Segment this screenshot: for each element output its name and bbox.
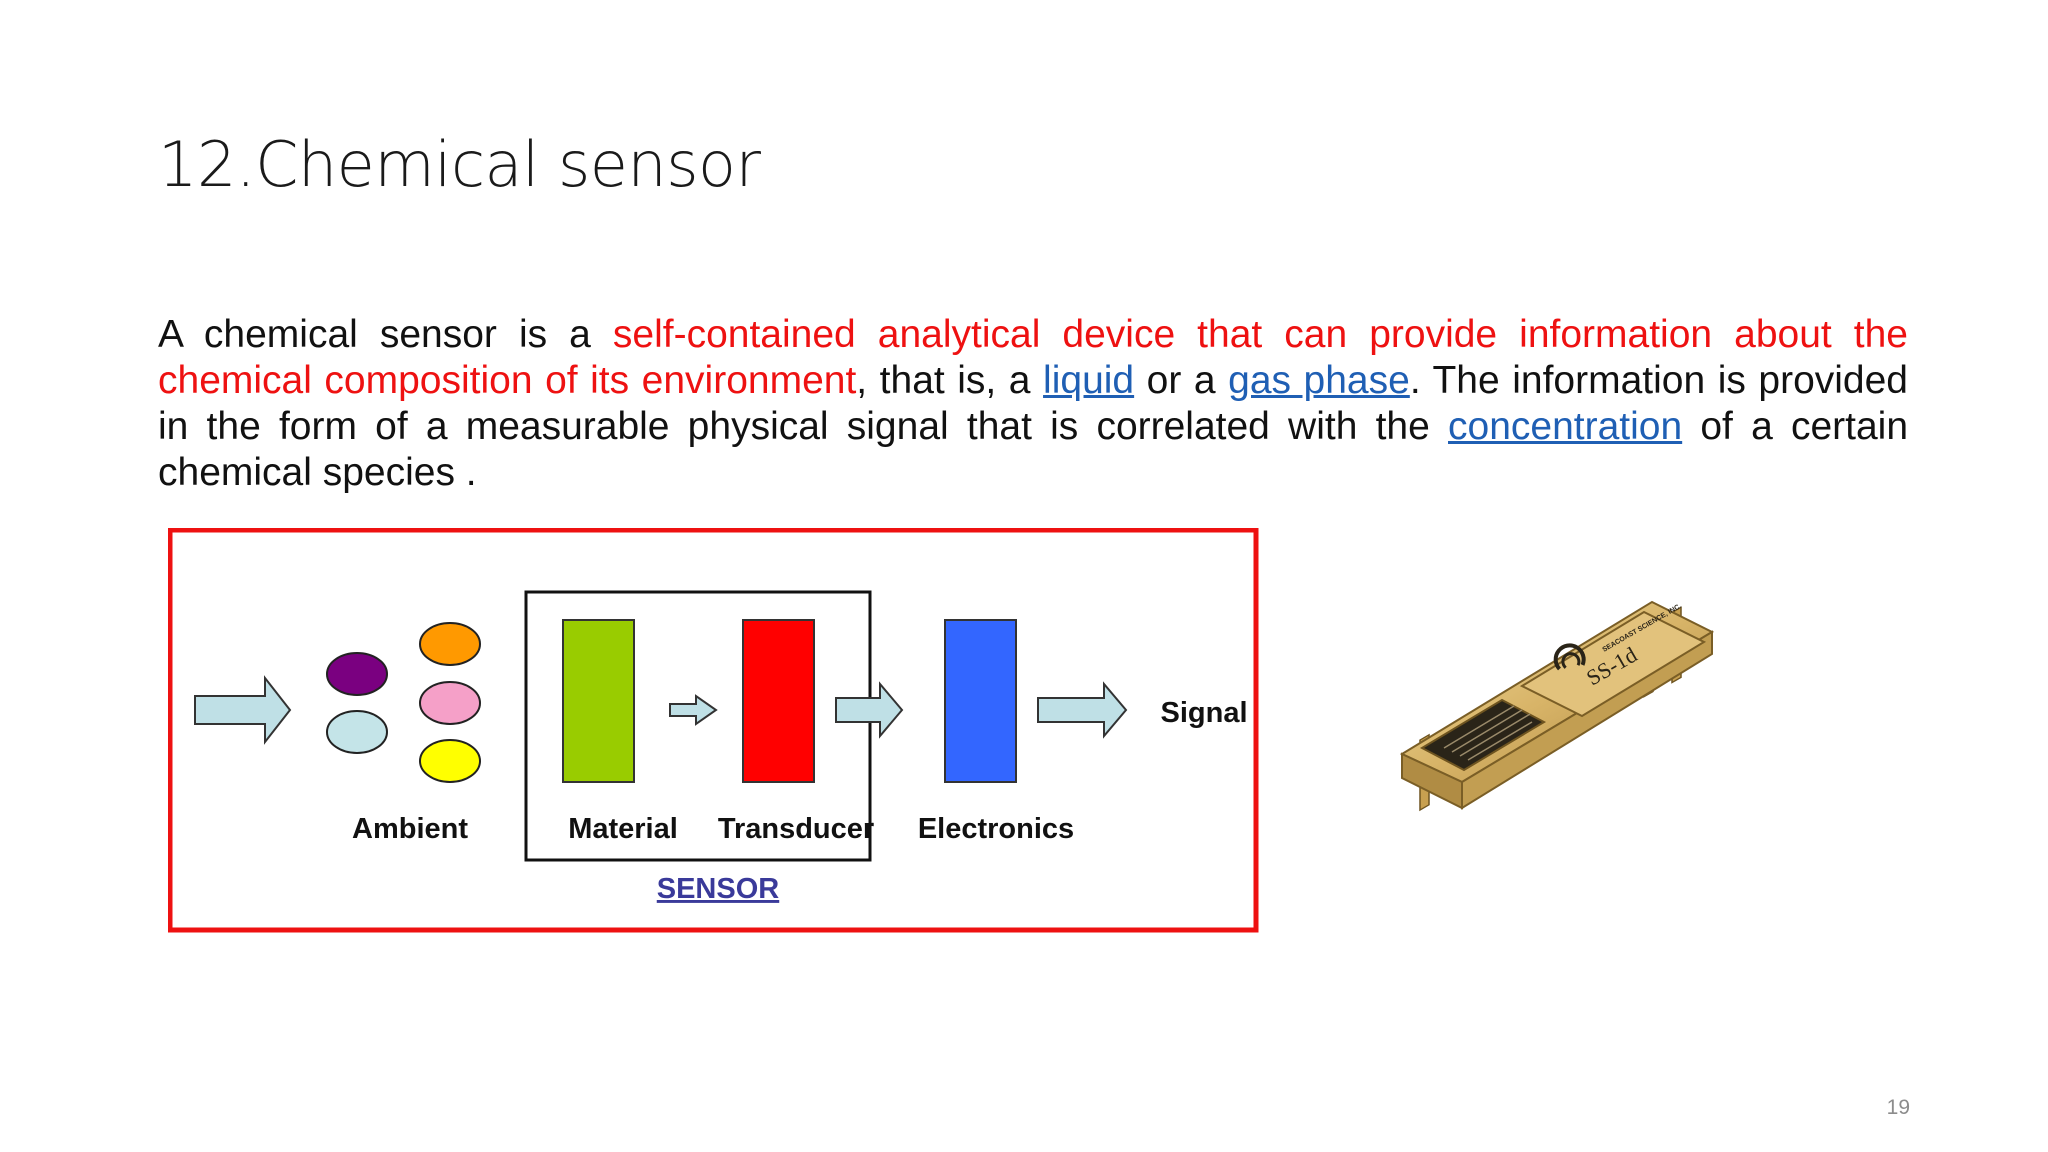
chip-sensor-grid	[1443, 705, 1533, 761]
link-gas-phase[interactable]: gas phase	[1228, 359, 1410, 402]
label-material: Material	[568, 813, 678, 845]
text-or-a: or a	[1134, 359, 1229, 402]
electronics-arrow	[1037, 681, 1128, 739]
label-electronics: Electronics	[918, 813, 1074, 845]
slide-title: 12.Chemical sensor	[158, 128, 761, 201]
diagram-frame	[168, 528, 1259, 933]
label-sensor: SENSOR	[657, 873, 780, 905]
material-arrow	[669, 694, 718, 726]
molecule-orange	[419, 622, 481, 666]
label-signal: Signal	[1160, 697, 1247, 729]
transducer-arrow	[835, 681, 904, 739]
body-paragraph: A chemical sensor is a self-contained an…	[158, 312, 1908, 496]
sensor-box	[524, 590, 872, 862]
text-information: . The information is provided in the for…	[158, 359, 1908, 448]
page-number: 19	[1886, 1096, 1910, 1119]
text-that-is: , that is, a	[856, 359, 1044, 402]
electronics-block	[944, 619, 1017, 783]
chip-lid	[1519, 610, 1707, 718]
transducer-block	[742, 619, 815, 783]
molecule-purple	[326, 652, 388, 696]
sensor-block-diagram: Ambient Material Transducer SENSOR Elect…	[168, 528, 1259, 933]
molecule-lightblue	[326, 710, 388, 754]
link-liquid[interactable]: liquid	[1043, 359, 1135, 402]
input-arrow	[194, 675, 292, 745]
molecule-pink	[419, 681, 481, 725]
link-concentration[interactable]: concentration	[1448, 405, 1683, 448]
chip-logo	[1553, 643, 1586, 671]
material-block	[562, 619, 635, 783]
molecule-yellow	[419, 739, 481, 783]
text-species: of a certain chemical species .	[158, 405, 1909, 494]
text-intro: A chemical sensor is a	[158, 313, 613, 356]
gas-sensor-chip-image: SEACOAST SCIENCE, INC. SS-1d	[1399, 600, 1715, 812]
label-ambient: Ambient	[352, 813, 468, 845]
label-transducer: Transducer	[718, 813, 874, 845]
highlighted-definition: self-contained analytical device that ca…	[158, 313, 1908, 402]
